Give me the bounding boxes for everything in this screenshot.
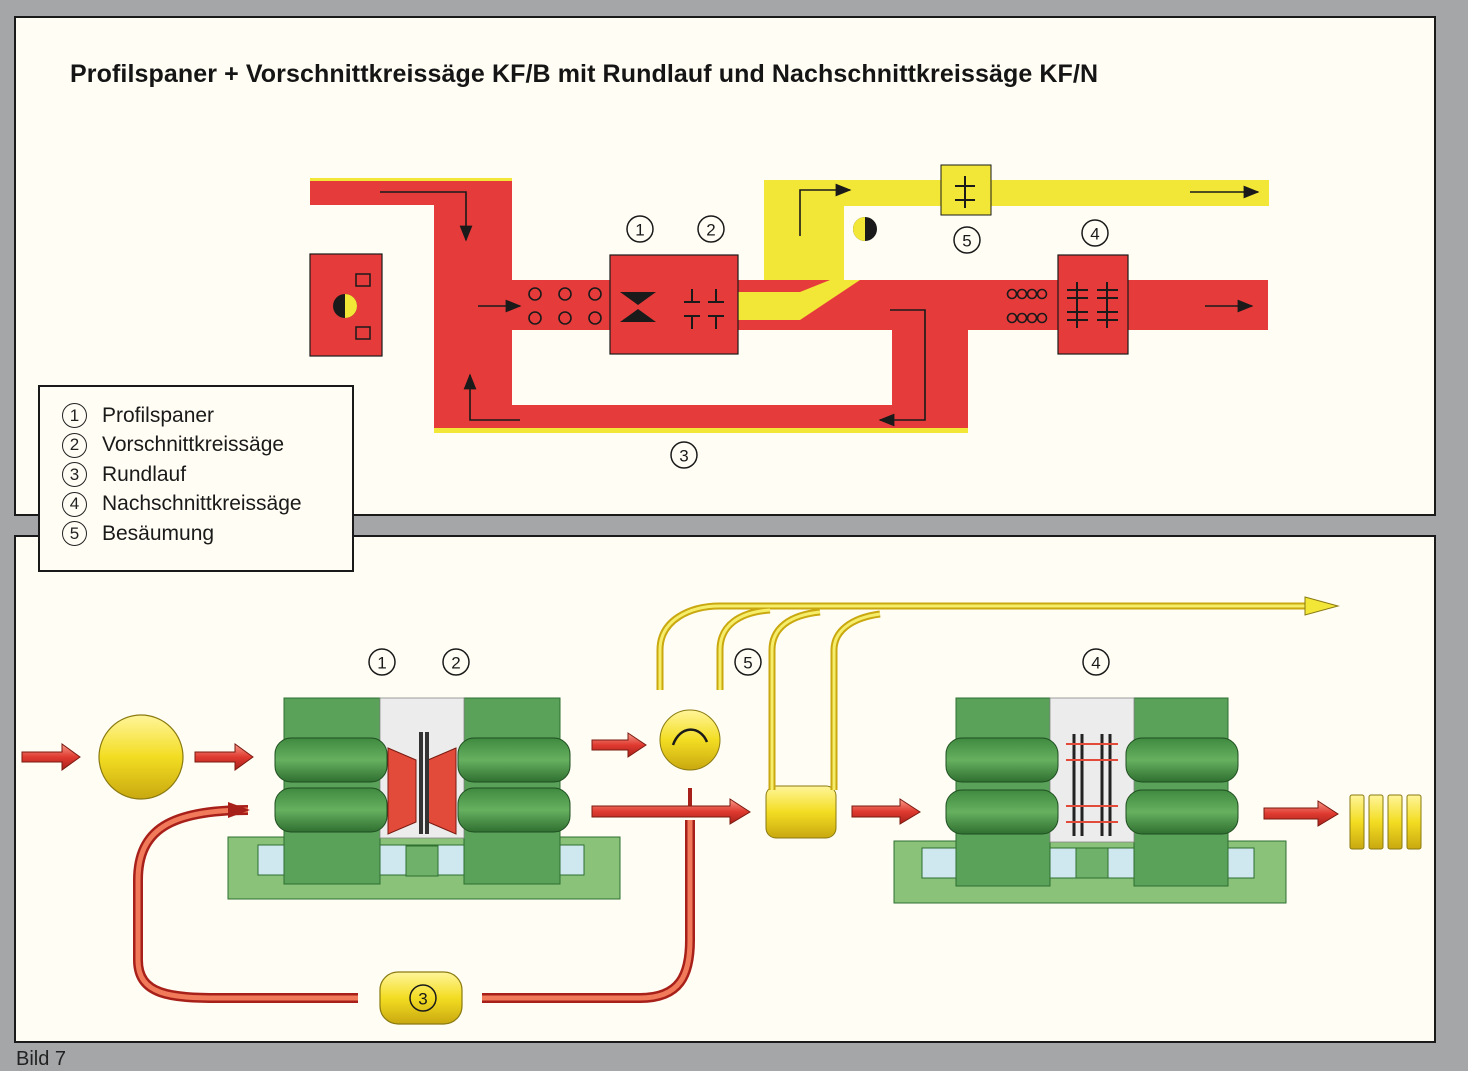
yellow-bottom-trim [434, 428, 968, 433]
legend-item: 1 Profilspaner [62, 401, 352, 431]
machine-4-roller-tl [945, 737, 1059, 783]
edging-arrowhead [1304, 596, 1340, 616]
input-station-square-bottom [355, 326, 371, 340]
cant-block [765, 785, 837, 839]
legend-item: 3 Rundlauf [62, 460, 352, 490]
machine-1-roller-br [457, 787, 571, 833]
figure-caption: Bild 7 [16, 1048, 67, 1070]
schema-markers: 1 2 5 4 3 [626, 215, 1109, 469]
output-boards [1349, 794, 1422, 850]
machine-1-roller-bl [274, 787, 388, 833]
edge-sensor-fill [853, 217, 865, 241]
rollers [528, 287, 1048, 325]
machine-1-roller-tr [457, 737, 571, 783]
return-loop-left-highlight [135, 807, 358, 1001]
legend-item: 4 Nachschnittkreissäge [62, 490, 352, 520]
return-loop-tick [688, 788, 692, 806]
legend-number: 5 [62, 521, 87, 547]
nachschnitt-box [1057, 254, 1129, 355]
legend-item: 2 Vorschnittkreissäge [62, 431, 352, 461]
legend-label: Rundlauf [102, 462, 187, 486]
saw-blade-left [419, 732, 423, 834]
gang-saw-teeth [1066, 743, 1118, 823]
cant-exit-arrow [591, 732, 647, 758]
legend-label: Besäumung [102, 521, 215, 545]
flow-arrows [380, 183, 1260, 427]
output-arrow [1263, 800, 1339, 827]
illustration-marker-5: 5 [743, 654, 752, 673]
chipper-head-right [427, 747, 457, 835]
legend-box: 1 Profilspaner 2 Vorschnittkreissäge 3 R… [38, 385, 354, 572]
cant-profile-curve [671, 728, 709, 746]
machine-illustration: 3 [21, 596, 1422, 1025]
profile-chipper-symbol [620, 292, 656, 322]
board-exit-arrow [591, 798, 751, 825]
legend-label: Vorschnittkreissäge [102, 433, 285, 457]
half-circle-fill [345, 294, 357, 318]
legend-number: 2 [62, 432, 87, 458]
machine-4-roller-bl [945, 789, 1059, 835]
yellow-lane-top [764, 180, 1269, 206]
gang-saw-blades [1072, 734, 1112, 836]
marker-5: 5 [962, 232, 971, 251]
input-arrow [21, 743, 81, 771]
marker-4: 4 [1090, 225, 1099, 244]
machine-4-window [1049, 697, 1135, 843]
marker-2: 2 [706, 221, 715, 240]
yellow-top-trim [310, 178, 512, 181]
illustration-marker-4: 4 [1091, 654, 1100, 673]
to-resaw-arrow [851, 798, 921, 825]
illustration-marker-3: 3 [418, 990, 427, 1009]
feed-arrow [194, 743, 254, 771]
saw-symbol [684, 289, 724, 329]
machine-4-center-post [1075, 847, 1109, 879]
loop-right-leg [892, 330, 968, 405]
legend-item: 5 Besäumung [62, 519, 352, 549]
log-cross-section [98, 714, 184, 800]
edging-strips-highlight [658, 604, 1310, 790]
machine-1-center-post [405, 845, 439, 877]
legend-number: 4 [62, 491, 87, 517]
multi-saw-symbol [1067, 282, 1118, 328]
rundlauf-capsule [379, 971, 463, 1025]
schema-flow: 1 2 5 4 3 [309, 164, 1269, 469]
legend-number: 3 [62, 462, 87, 488]
edger-symbol [955, 176, 975, 208]
machine-1-roller-tl [274, 737, 388, 783]
marker-1: 1 [635, 221, 644, 240]
illustration-marker-2: 2 [451, 654, 460, 673]
chipper-head-left [387, 747, 417, 835]
profilspaner-vorschnitt-box [609, 254, 739, 355]
return-loop-right-highlight [482, 820, 693, 1001]
illustration-markers: 1 2 5 4 [368, 648, 1110, 676]
diagram-title: Profilspaner + Vorschnittkreissäge KF/B … [70, 60, 1099, 88]
machine-4-roller-tr [1125, 737, 1239, 783]
legend-label: Nachschnittkreissäge [102, 492, 302, 516]
illustration-marker-1: 1 [377, 654, 386, 673]
return-loop-arrowhead [228, 802, 250, 818]
input-station-square-top [355, 273, 371, 287]
legend-number: 1 [62, 403, 87, 429]
machine-4-roller-br [1125, 789, 1239, 835]
saw-blade-right [425, 732, 429, 834]
marker-3: 3 [679, 447, 688, 466]
legend-label: Profilspaner [102, 403, 215, 427]
cant-piece [659, 709, 721, 771]
yellow-side-strip [736, 296, 806, 316]
